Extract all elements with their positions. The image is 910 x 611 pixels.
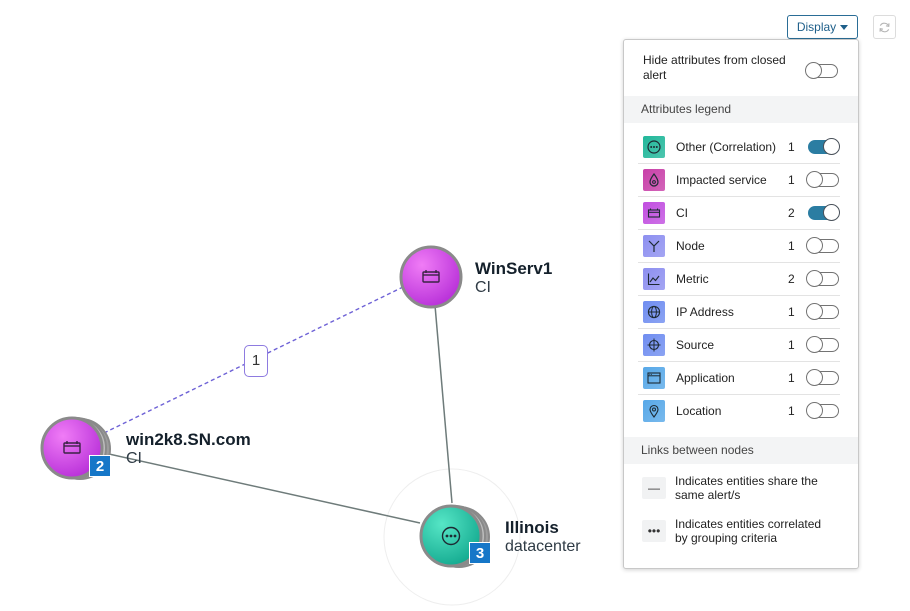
legend-count: 2 — [788, 206, 795, 220]
metric-chart-icon — [643, 268, 665, 290]
legend-row: CI 2 — [638, 197, 840, 230]
legend-label: CI — [676, 206, 688, 220]
caret-down-icon — [840, 24, 849, 30]
node-label-illinois: Illinois datacenter — [505, 518, 581, 556]
node-fork-icon — [643, 235, 665, 257]
legend-row: Location 1 — [638, 395, 840, 428]
legend-row: Impacted service 1 — [638, 164, 840, 197]
selection-halo — [383, 468, 521, 606]
edge-winserv1-illinois[interactable] — [432, 281, 453, 504]
node-name: win2k8.SN.com — [126, 430, 251, 449]
toggle-knob — [823, 138, 840, 155]
legend-row: IP Address 1 — [638, 296, 840, 329]
display-button[interactable]: Display — [787, 15, 858, 39]
legend-toggle[interactable] — [808, 138, 840, 155]
legend-row: Source 1 — [638, 329, 840, 362]
link-legend-text: Indicates entities share the same alert/… — [675, 474, 818, 502]
legend-row: Node 1 — [638, 230, 840, 263]
node-type: CI — [475, 278, 491, 296]
legend-toggle[interactable] — [806, 303, 839, 320]
legend-label: Node — [676, 239, 705, 253]
solid-line-icon: — — [642, 477, 666, 499]
legend-toggle[interactable] — [806, 270, 839, 287]
toggle-knob — [823, 204, 840, 221]
hide-closed-alert-label: Hide attributes from closed alert — [643, 53, 786, 82]
toggle-knob — [806, 171, 823, 188]
legend-label: Location — [676, 404, 722, 418]
globe-icon — [643, 301, 665, 323]
display-button-label: Display — [796, 20, 837, 34]
node-count-badge: 2 — [89, 455, 111, 477]
legend-row: Application 1 — [638, 362, 840, 395]
legend-count: 1 — [788, 338, 795, 352]
attributes-legend-heading: Attributes legend — [624, 96, 858, 123]
legend-label: Metric — [676, 272, 709, 286]
legend-count: 1 — [788, 173, 795, 187]
legend-label: IP Address — [676, 305, 734, 319]
node-count-badge: 3 — [469, 542, 491, 564]
link-legend-text: Indicates entities correlated by groupin… — [675, 517, 822, 545]
legend-label: Application — [676, 371, 735, 385]
legend-label: Other (Correlation) — [676, 140, 777, 154]
legend-count: 2 — [788, 272, 795, 286]
node-name: Illinois — [505, 518, 559, 537]
node-label-win2k8: win2k8.SN.com CI — [126, 430, 251, 468]
links-heading: Links between nodes — [624, 437, 858, 464]
legend-label: Source — [676, 338, 715, 352]
toggle-knob — [806, 303, 823, 320]
legend-count: 1 — [788, 404, 795, 418]
toggle-knob — [806, 402, 823, 419]
legend-toggle[interactable] — [806, 237, 839, 254]
legend-toggle[interactable] — [806, 171, 839, 188]
ci-box-icon — [422, 270, 440, 283]
hide-closed-alert-toggle[interactable] — [805, 62, 838, 79]
legend-label: Impacted service — [676, 173, 767, 187]
legend-toggle[interactable] — [806, 369, 839, 386]
legend-toggle[interactable] — [806, 402, 839, 419]
ci-box-icon — [63, 441, 81, 454]
legend-toggle[interactable] — [808, 204, 840, 221]
node-winserv1[interactable] — [399, 245, 463, 309]
legend-toggle[interactable] — [806, 336, 839, 353]
node-label-winserv1: WinServ1 CI — [475, 259, 552, 297]
toggle-knob — [806, 270, 823, 287]
legend-count: 1 — [788, 239, 795, 253]
toggle-knob — [806, 237, 823, 254]
legend-row: Metric 2 — [638, 263, 840, 296]
edge-win2k8-illinois[interactable] — [99, 451, 421, 524]
correlation-dots-icon — [441, 526, 461, 546]
correlation-dots-icon — [643, 136, 665, 158]
refresh-button[interactable] — [873, 15, 896, 39]
location-pin-icon — [643, 400, 665, 422]
toggle-knob — [806, 369, 823, 386]
node-name: WinServ1 — [475, 259, 553, 278]
ci-box-icon — [643, 202, 665, 224]
toggle-knob — [806, 336, 823, 353]
display-panel: Hide attributes from closed alert Attrib… — [623, 39, 859, 569]
legend-count: 1 — [788, 140, 795, 154]
dotted-line-icon: ••• — [642, 520, 666, 542]
app-window-icon — [643, 367, 665, 389]
legend-count: 1 — [788, 305, 795, 319]
hide-closed-alert-row: Hide attributes from closed alert — [624, 40, 858, 96]
legend-count: 1 — [788, 371, 795, 385]
node-type: CI — [126, 449, 142, 467]
node-type: datacenter — [505, 537, 581, 555]
crosshair-icon — [643, 334, 665, 356]
edge-correlation-count[interactable]: 1 — [244, 345, 268, 377]
legend-row: Other (Correlation) 1 — [638, 131, 840, 164]
refresh-icon — [879, 22, 890, 32]
service-drop-icon — [643, 169, 665, 191]
